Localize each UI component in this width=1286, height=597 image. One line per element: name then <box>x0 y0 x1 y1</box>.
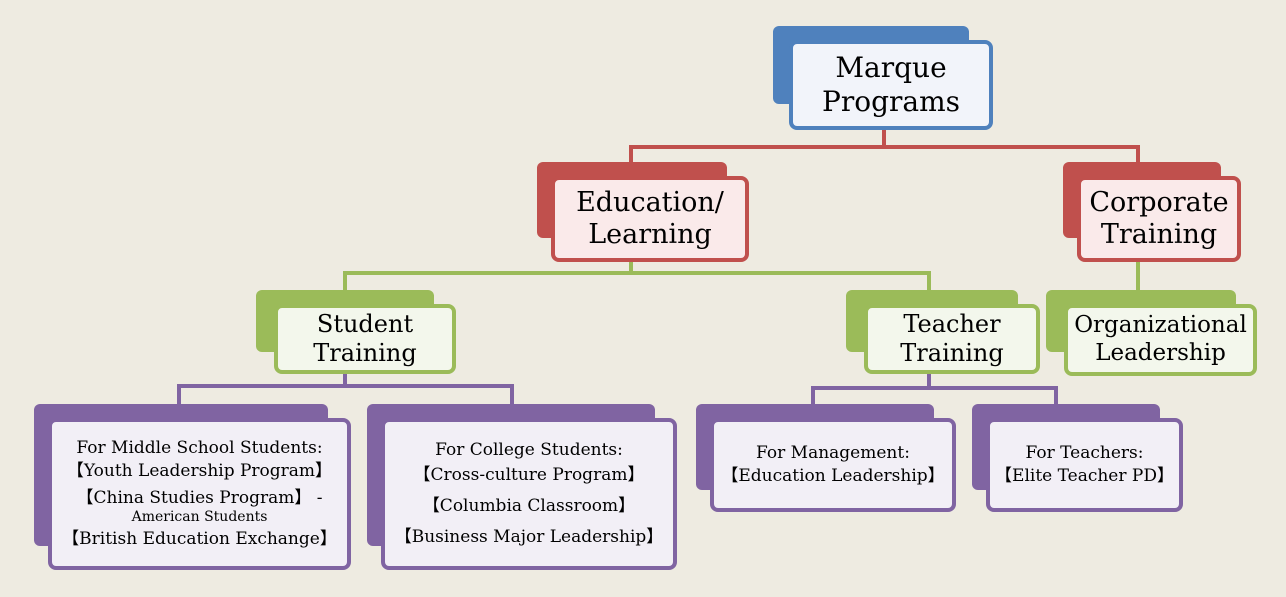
program-item: 【Cross-culture Program】 <box>413 464 645 485</box>
node-teacher-training: Teacher Training <box>846 290 1040 374</box>
node-label-line: Training <box>1100 219 1218 250</box>
node-label-line: Training <box>313 339 417 367</box>
connector-student-to-middle-school <box>177 372 347 406</box>
node-label-line: For Middle School Students: <box>76 437 323 458</box>
program-note: American Students <box>131 508 268 525</box>
program-item: 【Columbia Classroom】 <box>422 496 636 516</box>
node-college-students: For College Students: 【Cross-culture Pro… <box>367 404 677 570</box>
connector-root-to-education <box>629 126 886 168</box>
node-education-learning: Education/ Learning <box>537 162 749 262</box>
node-label-line: Learning <box>588 219 712 250</box>
program-item: 【Business Major Leadership】 <box>394 527 664 548</box>
connector-education-to-student <box>343 262 633 295</box>
node-label-line: For College Students: <box>435 439 623 460</box>
node-student-training: Student Training <box>256 290 456 374</box>
node-label-line: Education/ <box>576 186 724 218</box>
node-label-line: Corporate <box>1089 186 1229 218</box>
program-item: 【Elite Teacher PD】 <box>995 466 1174 486</box>
node-label-line: Leadership <box>1095 340 1226 366</box>
node-corporate-training: Corporate Training <box>1063 162 1241 262</box>
node-label-line: Training <box>900 339 1004 367</box>
node-management: For Management: 【Education Leadership】 <box>696 404 956 512</box>
program-item: 【Youth Leadership Program】 <box>66 461 333 482</box>
program-item: 【China Studies Program】 - <box>76 488 323 509</box>
node-label-line: Marque <box>835 51 947 85</box>
node-label-line: For Management: <box>756 443 910 464</box>
connector-student-to-college <box>345 384 514 406</box>
node-label-line: Student <box>316 310 414 339</box>
node-middle-school-students: For Middle School Students: 【Youth Leade… <box>34 404 351 570</box>
node-label-line: Programs <box>821 85 960 118</box>
node-marque-programs: Marque Programs <box>773 26 993 130</box>
connector-teacher-to-management <box>811 372 931 408</box>
program-item: 【Education Leadership】 <box>721 466 945 486</box>
node-label-line: Organizational <box>1074 312 1247 339</box>
node-label-line: For Teachers: <box>1025 443 1144 464</box>
program-item: 【British Education Exchange】 <box>62 528 337 549</box>
node-label-line: Teacher <box>903 310 1001 339</box>
connector-education-to-teacher <box>631 271 931 295</box>
connector-root-to-corporate <box>884 145 1140 168</box>
node-organizational-leadership: Organizational Leadership <box>1046 290 1257 376</box>
node-teachers: For Teachers: 【Elite Teacher PD】 <box>972 404 1183 512</box>
connector-teacher-to-teachers <box>929 386 1058 408</box>
